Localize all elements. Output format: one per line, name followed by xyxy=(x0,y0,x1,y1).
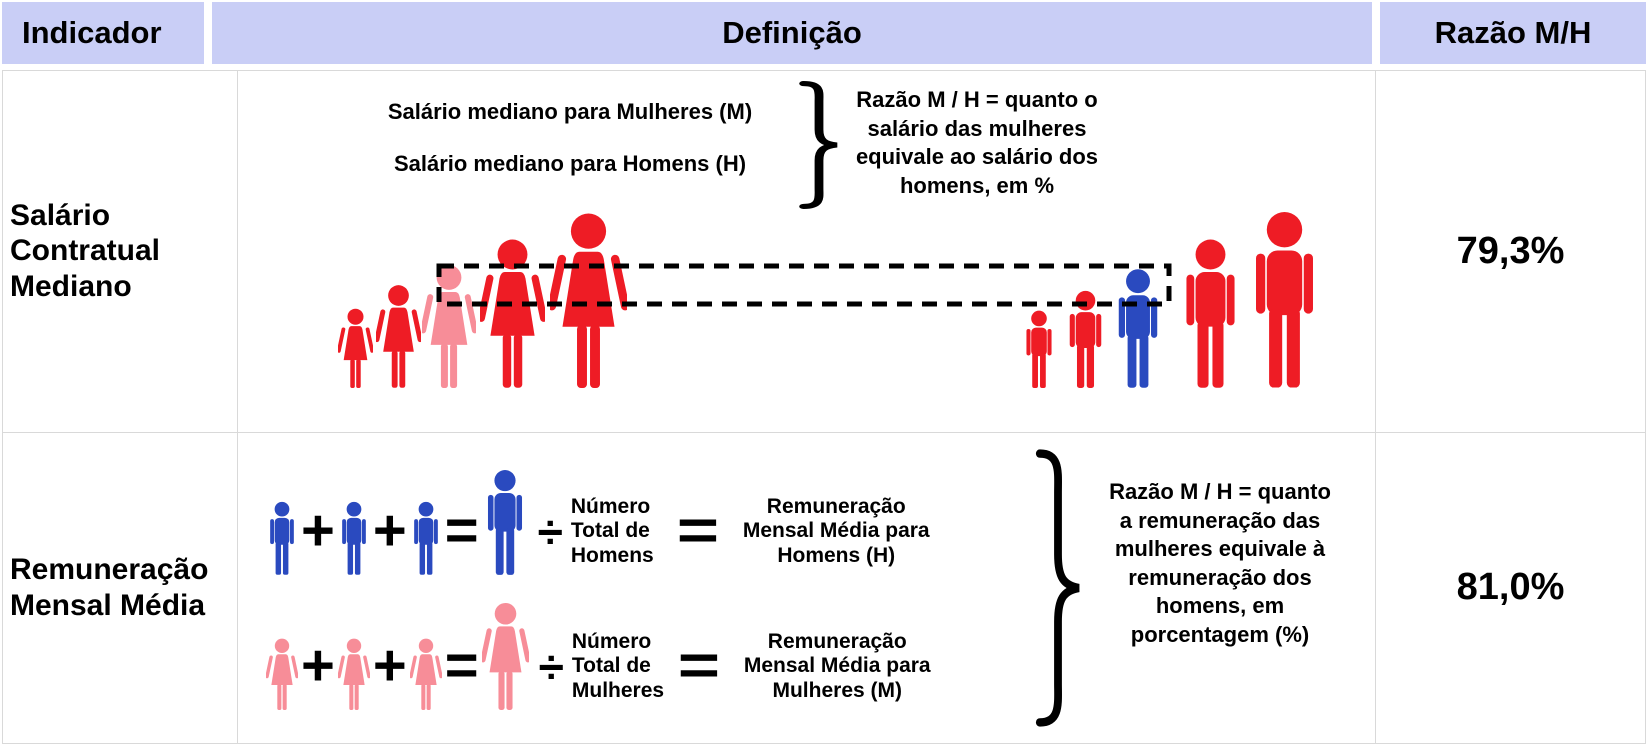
equals-operator: = xyxy=(677,632,720,698)
column-divider-2 xyxy=(1375,71,1376,743)
row2-indicator-cell: Remuneração Mensal Média xyxy=(3,432,236,743)
header-cell-definicao: Definição xyxy=(212,2,1372,64)
row2-ratio-value: 81,0% xyxy=(1456,566,1565,608)
woman-figure-icon xyxy=(410,638,442,710)
equals-operator: = xyxy=(444,632,479,698)
equals-operator: = xyxy=(676,497,719,563)
row2-indicator-label: Remuneração Mensal Média xyxy=(10,553,209,622)
man-figure-icon xyxy=(338,501,370,575)
large-man-figure-icon xyxy=(482,469,528,575)
median-men-salary-label: Salário mediano para Homens (H) xyxy=(393,151,747,176)
median-comparison-dashed-box xyxy=(436,263,1172,307)
curly-brace-icon xyxy=(1035,449,1080,727)
woman-figure-icon xyxy=(376,284,421,388)
men-average-formula: + + = ÷ Número Total de Homens = Remuner… xyxy=(266,455,944,575)
man-figure-icon xyxy=(1246,210,1323,388)
header-cell-indicador: Indicador xyxy=(2,2,204,64)
woman-figure-icon xyxy=(480,238,545,388)
row2-ratio-note: Razão M / H = quanto a remuneração das m… xyxy=(1109,479,1331,647)
man-figure-icon xyxy=(1178,238,1243,388)
men-divisor-label: Número Total de Homens xyxy=(570,494,654,568)
column-divider-1 xyxy=(237,71,238,743)
plus-operator: + xyxy=(301,632,335,698)
row1-indicator-cell: Salário Contratual Mediano xyxy=(3,71,236,431)
row2-ratio-cell: 81,0% xyxy=(1375,432,1646,743)
plus-operator: + xyxy=(372,632,407,698)
woman-figure-icon xyxy=(338,638,370,710)
row1-ratio-cell: 79,3% xyxy=(1375,71,1646,431)
header-label-indicador: Indicador xyxy=(22,15,162,50)
divide-operator: ÷ xyxy=(537,505,563,558)
plus-operator: + xyxy=(301,497,335,563)
header-cell-razao: Razão M/H xyxy=(1380,2,1646,64)
row1-ratio-value: 79,3% xyxy=(1456,229,1565,272)
plus-operator: + xyxy=(372,497,407,563)
row1-indicator-label: Salário Contratual Mediano xyxy=(10,198,160,303)
man-figure-icon xyxy=(266,501,298,575)
row1-ratio-note: Razão M / H = quanto o salário das mulhe… xyxy=(855,87,1099,198)
man-figure-icon xyxy=(1022,310,1056,388)
woman-figure-icon xyxy=(266,638,298,710)
table-body-frame xyxy=(2,70,1646,744)
women-divisor-label: Número Total de Mulheres xyxy=(571,629,665,703)
men-result-label: Remuneração Mensal Média para Homens (H) xyxy=(742,494,930,568)
equals-operator: = xyxy=(444,497,479,563)
curly-brace-icon xyxy=(799,81,838,209)
women-result-label: Remuneração Mensal Média para Mulheres (… xyxy=(743,629,931,703)
divide-operator: ÷ xyxy=(538,640,564,693)
header-label-razao: Razão M/H xyxy=(1434,15,1592,50)
woman-figure-icon xyxy=(338,308,373,388)
header-label-definicao: Definição xyxy=(722,15,862,50)
row-divider xyxy=(3,432,1645,433)
large-woman-figure-icon xyxy=(482,602,529,710)
women-average-formula: + + = ÷ Número Total de Mulheres = Remun… xyxy=(266,592,945,710)
median-women-salary-label: Salário mediano para Mulheres (M) xyxy=(387,99,753,124)
man-figure-icon xyxy=(410,501,442,575)
